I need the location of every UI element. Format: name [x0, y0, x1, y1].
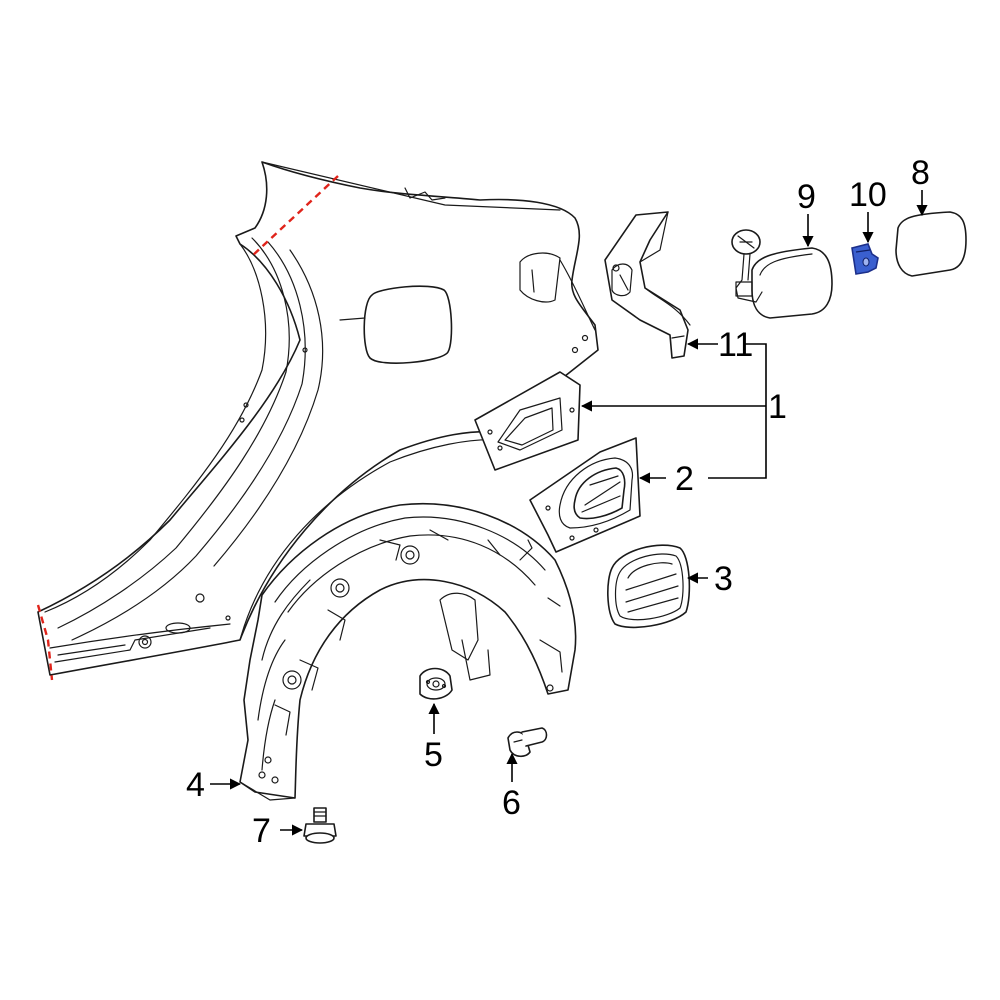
grommet[interactable]: [419, 667, 453, 700]
fuel-door[interactable]: [731, 229, 833, 319]
callout-3: 3: [714, 560, 733, 598]
callout-1: 1: [768, 388, 787, 426]
bracket-1: [744, 343, 767, 406]
fuel-filler-pocket[interactable]: [529, 437, 641, 553]
pocket-seal[interactable]: [607, 544, 691, 629]
leader-lines: [210, 190, 928, 836]
fuel-door-outer-panel[interactable]: [895, 211, 967, 277]
callout-8: 8: [911, 154, 930, 192]
wheelhouse-liner[interactable]: [239, 502, 577, 801]
cut-line-bottom: [36, 604, 54, 681]
bracket-2: [708, 406, 767, 479]
callout-11: 11: [718, 326, 753, 364]
callout-5: 5: [424, 736, 443, 774]
callout-labels: 1 2 3 4 5 6 7 8 9 10 11: [186, 154, 930, 850]
quarter-panel[interactable]: [37, 161, 599, 676]
callout-9: 9: [797, 178, 816, 216]
callout-10: 10: [849, 176, 887, 214]
callout-2: 2: [675, 460, 694, 498]
callout-7: 7: [252, 812, 271, 850]
bolt[interactable]: [303, 807, 337, 844]
callout-6: 6: [502, 784, 521, 822]
callout-4: 4: [186, 766, 205, 804]
push-clip[interactable]: [507, 727, 548, 758]
cut-line-top: [251, 175, 339, 257]
fuel-door-hinge-highlighted[interactable]: [851, 243, 879, 275]
pocket-bracket[interactable]: [604, 211, 691, 359]
